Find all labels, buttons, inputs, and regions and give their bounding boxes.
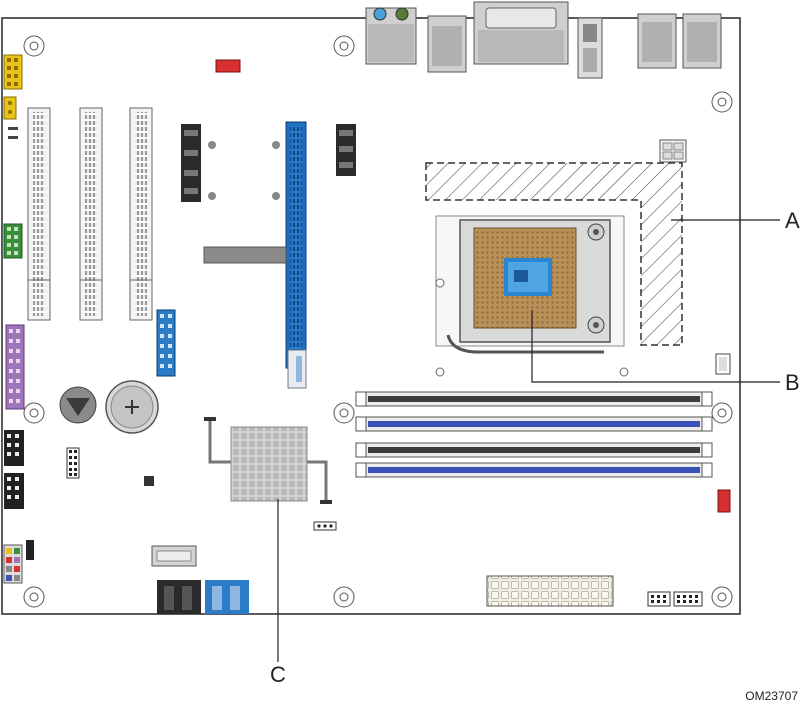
mounting-hole-4 [23, 402, 45, 424]
usb-stack-right-2 [682, 13, 722, 69]
audio-jacks [365, 7, 417, 65]
figure-id: OM23707 [745, 689, 798, 703]
dimm-slot-1 [355, 391, 713, 407]
pcie-x16-slot [285, 121, 307, 389]
callout-label-c: C [270, 662, 286, 687]
mounting-hole-8 [333, 586, 355, 608]
mounting-hole-5 [333, 402, 355, 424]
callout-lines [277, 219, 780, 662]
mounting-hole-2 [333, 35, 355, 57]
pin-header-vertical [66, 447, 80, 479]
sata-connector-blue [205, 580, 249, 614]
yellow-header-top [3, 54, 23, 90]
chipset-heatsink [204, 417, 332, 504]
dimm-slot-3 [355, 442, 713, 458]
pci-slot-3 [129, 107, 153, 321]
left-edge-headers [3, 54, 34, 584]
pcie-x1-slots [181, 124, 356, 202]
video-connector [473, 1, 569, 65]
usb-stack-right-1 [637, 13, 677, 69]
pcie-x1-slot-2 [272, 124, 356, 200]
black-header-1 [4, 430, 24, 466]
cmos-battery [105, 380, 159, 434]
mounting-hole-1 [23, 35, 45, 57]
cpu-keepout-zone [425, 162, 683, 346]
cpu-socket [435, 215, 629, 377]
dimm-slots [355, 391, 713, 478]
cpu-fan-header [715, 353, 731, 375]
purple-header [5, 324, 25, 410]
front-panel-header [3, 544, 23, 584]
mounting-hole-6 [711, 402, 733, 424]
back-panel-io [365, 1, 722, 79]
callout-line-b [531, 310, 780, 383]
dimm-slot-4 [355, 462, 713, 478]
green-header [3, 223, 23, 259]
black-header-2 [4, 473, 24, 509]
pci-slot-2 [79, 107, 103, 321]
dimm-slot-2 [355, 416, 713, 432]
board-outline [1, 17, 741, 615]
mounting-hole-7 [23, 586, 45, 608]
mounting-hole-3 [711, 91, 733, 113]
jumper-marks [8, 127, 18, 139]
speaker [59, 386, 97, 424]
callout-label-b: B [785, 370, 800, 395]
pci-slot-1 [27, 107, 51, 321]
callout-label-a: A [785, 208, 800, 233]
usb-stack-left [427, 15, 467, 73]
bottom-right-headers [647, 591, 703, 607]
sata-connector-black [157, 580, 201, 614]
three-pin-header [313, 521, 337, 531]
mounting-holes [23, 35, 733, 608]
mounting-hole-9 [711, 586, 733, 608]
usb-header-blue [156, 309, 176, 377]
horizontal-connector [203, 246, 287, 264]
ethernet-port [577, 17, 603, 79]
pci-slots [27, 107, 153, 321]
atx-power-connector [486, 575, 614, 607]
small-jumper [26, 540, 34, 560]
pcie-x1-slot-1 [181, 124, 216, 202]
small-chip [144, 476, 154, 486]
fan-header-right [717, 489, 731, 513]
fan-header-top [215, 59, 241, 73]
sata-connectors [151, 545, 249, 614]
cpu-power-connector [659, 139, 687, 163]
yellow-header-small [3, 96, 17, 120]
